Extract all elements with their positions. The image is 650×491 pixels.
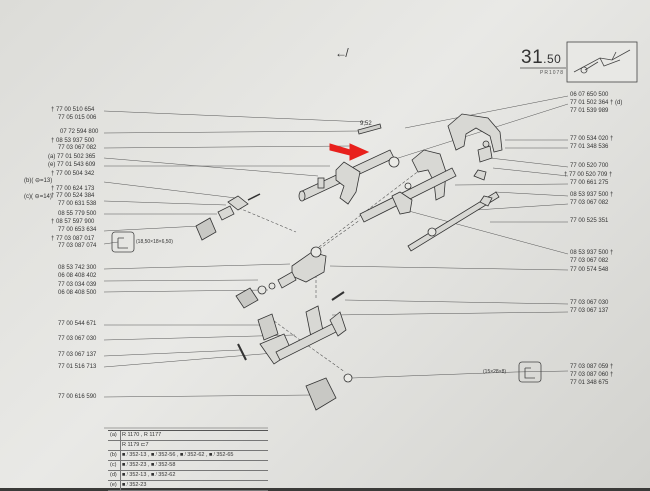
left-ref-23: 77 00 544 671 [58, 321, 97, 327]
left-ref-9: (b)( ⊖=13) [24, 178, 53, 184]
right-ref-18: 77 03 087 060 † [570, 372, 614, 378]
left-ref-6: (a) 77 01 502 365 [48, 154, 96, 160]
left-ref-14: 08 55 779 500 [58, 211, 97, 217]
upper-fork-shaft [298, 149, 395, 205]
left-bolt-stack [195, 193, 261, 241]
left-ref-11: (c)( ⊖=14) [24, 194, 52, 200]
legend-value: R 1179 ⊏7 [122, 442, 149, 448]
right-ref-6: 77 00 520 700 [570, 163, 609, 169]
page-number-sub: .50 [543, 52, 562, 66]
left-ref-5: 77 03 067 082 [58, 145, 97, 151]
right-ref-1: 06 07 650 500 [570, 92, 609, 98]
right-ref-14: 77 00 574 548 [570, 267, 609, 273]
legend-row: R 1179 ⊏7 [108, 441, 268, 451]
bracket-symbols [111, 231, 542, 383]
left-ref-7: (e) 77 01 543 609 [48, 162, 96, 168]
right-ref-10: 77 03 067 082 [570, 200, 609, 206]
right-ref-17: 77 03 087 059 † [570, 364, 614, 370]
legend-key: (d) [110, 472, 117, 478]
right-ref-8: 77 00 661 275 [570, 180, 609, 186]
selector-finger [235, 246, 327, 309]
right-ref-2: 77 01 502 364 † (d) [570, 100, 623, 106]
left-ref-4: † 08 53 937 500 [51, 138, 95, 144]
small-parts [357, 123, 493, 207]
legend-value: ■.ᴵ 352-13 , ■.ᴵ 352-62 [122, 472, 176, 478]
header-thumbnail [520, 41, 638, 83]
right-ref-19: 77 01 348 675 [570, 380, 609, 386]
right-ref-13: 77 03 067 082 [570, 258, 609, 264]
page-number-main: 31 [521, 47, 544, 68]
left-ref-26: 77 01 516 713 [58, 364, 97, 370]
legend-row: (c) ■.ᴵ 352-23 , ■.ᴵ 352-58 [108, 461, 268, 471]
legend-value: R 1170 , R 1177 [122, 432, 162, 438]
legend-value: ■.ᴵ 352-13 , ■.ᴵ 352-56 , ■.ᴵ 352-62 , ■… [122, 452, 234, 458]
left-ref-24: 77 03 067 030 [58, 336, 97, 342]
left-ref-15: † 08 57 597 900 [51, 219, 95, 225]
left-ref-17: † 77 03 087 017 [51, 236, 95, 242]
right-ref-11: 77 00 525 351 [570, 218, 609, 224]
lower-shaft-assembly [237, 291, 353, 411]
left-ref-3: 07 72 594 800 [60, 129, 99, 135]
red-pointer-arrow [329, 143, 370, 161]
rear-forks [359, 113, 503, 223]
right-ref-9: 08 53 937 500 † [570, 192, 614, 198]
dimension-callout: 9,52 [360, 121, 372, 127]
left-ref-10: † 77 00 624 173 [51, 186, 95, 192]
left-ref-12: † 77 00 524 384 [51, 193, 95, 199]
legend-row: (b) ■.ᴵ 352-13 , ■.ᴵ 352-56 , ■.ᴵ 352-62… [108, 451, 268, 461]
left-ref-25: 77 03 067 137 [58, 352, 97, 358]
left-ref-18: 77 03 087 074 [58, 243, 97, 249]
model-legend-table: (a) R 1170 , R 1177 R 1179 ⊏7 (b) ■.ᴵ 35… [108, 430, 268, 491]
right-ref-4: 77 00 534 020 † [570, 136, 614, 142]
left-ref-13: 77 00 631 538 [58, 201, 97, 207]
page-number: 31.50 [521, 48, 561, 69]
right-ref-16: 77 03 067 137 [570, 308, 609, 314]
right-ref-7: † 77 00 520 709 † [564, 172, 613, 178]
legend-key: (b) [110, 452, 117, 458]
legend-row: (d) ■.ᴵ 352-13 , ■.ᴵ 352-62 [108, 471, 268, 481]
left-ref-16: 77 00 653 634 [58, 227, 97, 233]
page-code: PR1078 [540, 70, 565, 76]
legend-row: (e) ■.ᴵ 352-23 [108, 481, 268, 491]
legend-key: (a) [110, 432, 117, 438]
left-ref-21: 77 03 034 039 [58, 282, 97, 288]
left-ref-1: † 77 00 510 654 [51, 107, 95, 113]
legend-key: (c) [110, 462, 117, 468]
gearbox-symbol: ↚ [335, 46, 347, 60]
right-ref-12: 08 53 937 500 † [570, 250, 614, 256]
left-ref-8: † 77 00 504 342 [51, 171, 95, 177]
right-ref-15: 77 03 067 030 [570, 300, 609, 306]
left-ref-2: 77 05 015 006 [58, 115, 97, 121]
leader-lines [103, 95, 569, 398]
legend-value: ■.ᴵ 352-23 [122, 482, 147, 488]
bracket-dimensions-left: (18,50×18×6,50) [136, 239, 173, 245]
left-ref-20: 06 08 408 402 [58, 273, 97, 279]
left-ref-27: 77 00 616 590 [58, 394, 97, 400]
legend-value: ■.ᴵ 352-23 , ■.ᴵ 352-58 [122, 462, 176, 468]
bracket-dimensions-right: (15×28×8) [483, 369, 507, 375]
left-ref-19: 08 53 742 300 [58, 265, 97, 271]
right-ref-3: 77 01 539 989 [570, 108, 609, 114]
legend-key: (e) [110, 482, 117, 488]
left-ref-22: 06 08 408 500 [58, 290, 97, 296]
long-rod [407, 191, 500, 252]
legend-row: (a) R 1170 , R 1177 [108, 431, 268, 441]
right-ref-5: 77 01 348 536 [570, 144, 609, 150]
